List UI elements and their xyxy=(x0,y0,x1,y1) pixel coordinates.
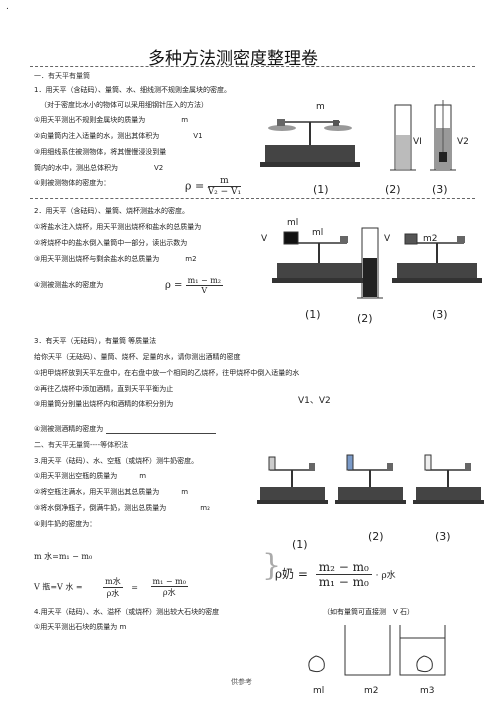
section-1-heading: 一．有天平有量筒 xyxy=(34,72,90,80)
q1-step-4: ④则被测物体的密度为： xyxy=(34,179,111,187)
q2-step-1: ①将盐水注入烧杯，用天平测出烧杯和盐水的总质量为 xyxy=(34,223,202,231)
eq-m-water: m 水=m₁ − m₀ xyxy=(34,552,93,561)
figure-3-caption-3: (3) xyxy=(435,530,451,543)
q3-step-4: ④测被测酒精的密度为 xyxy=(34,424,216,434)
q3b-step-4: ④则牛奶的密度为： xyxy=(34,520,97,528)
brace: } xyxy=(262,548,282,583)
figure-3-caption-1: (1) xyxy=(292,538,308,551)
q2-step-2: ②将烧杯中的盐水倒入量筒中一部分，读出示数为 xyxy=(34,239,188,247)
figure-2-label-m1b: ml xyxy=(312,228,324,238)
page-footer: 供参考 xyxy=(231,678,252,686)
figure-1-caption-2: (2) xyxy=(385,183,401,196)
figure-1-label-m: m xyxy=(316,102,325,112)
figure-1-label-v2: V2 xyxy=(457,137,469,147)
figure-2-apparatus xyxy=(272,227,482,299)
figure-1-caption-3: (3) xyxy=(432,183,448,196)
figure-2-caption-2: (2) xyxy=(357,312,373,325)
answer-blank[interactable] xyxy=(105,425,216,434)
figure-2-caption-1: (1) xyxy=(305,308,321,321)
question-3b: 3.用天平（砝码）、水、空瓶（或烧杯）测牛奶密度。 xyxy=(34,457,199,465)
figure-4-label-a: ml xyxy=(313,686,325,696)
q3-step-3: ③用量筒分别量出烧杯内和酒精的体积分别为 xyxy=(34,400,174,408)
q2-step-4: ④测被测盐水的密度为 xyxy=(34,281,104,289)
figure-2-caption-3: (3) xyxy=(432,308,448,321)
question-2: 2．用天平（含砝码）、量筒、烧杯测盐水的密度。 xyxy=(34,207,189,215)
figure-4-label-b: m2 xyxy=(364,686,379,696)
section-2-heading: 二、有天平无量筒----等体积法 xyxy=(34,441,129,449)
figure-4-apparatus xyxy=(308,625,446,676)
figure-2-label-m2: m2 xyxy=(423,234,438,244)
density-formula-1: ρ = m V₂ − V₁ xyxy=(185,176,242,197)
figure-2-label-v-left: V xyxy=(261,234,268,244)
figure-3-caption-2: (2) xyxy=(368,530,384,543)
question-1-note: （对于密度比水小的物体可以采用细钢针压入的方法） xyxy=(40,101,208,109)
figure-2-label-v: V xyxy=(384,234,391,244)
q1-step-3: ③用细线系住被测物体，将其慢慢浸没到量 xyxy=(34,148,167,156)
density-formula-2: ρ = m₁ − m₂ V xyxy=(165,276,223,295)
question-4: 4.用天平（砝码）、水、溢杯（或烧杯）测出较大石块的密度 xyxy=(34,608,220,616)
question-3: 3．有天平（无砝码），有量筒 等质量法 xyxy=(34,337,157,345)
page-title: 多种方法测密度整理卷 xyxy=(148,49,318,69)
figure-1-apparatus xyxy=(260,100,456,171)
figure-1-caption-1: (1) xyxy=(313,183,329,196)
question-4-note: （如有量筒可直接测 V 石） xyxy=(323,608,415,616)
q3-step-3-var: V1、V2 xyxy=(298,396,331,406)
question-3-intro: 给你天平（无砝码）、量筒、烧杯、足量的水，请你测出酒精的密度 xyxy=(34,353,241,361)
question-1: 1．用天平（含砝码）、量筒、水、细线测不规则金属块的密度。 xyxy=(34,86,231,94)
section-divider-1 xyxy=(30,198,475,199)
figure-4-label-c: m3 xyxy=(420,686,435,696)
title-divider xyxy=(30,66,475,67)
q4-step-1: ①用天平测出石块的质量为 m xyxy=(34,623,127,631)
eq-v-bottle: V 瓶=V 水 = m水 ρ水 = m₁ − m₀ ρ水 xyxy=(34,577,188,598)
figure-3-apparatus xyxy=(257,454,484,504)
figure-1-label-v1: VI xyxy=(413,137,422,147)
q3-step-2: ②再往乙烧杯中添加酒精，直到天平平衡为止 xyxy=(34,385,174,393)
q3-step-1: ①把甲烧杯放到天平左盘中，在右盘中放一个相同的乙烧杯，往甲烧杯中倒入适量的水 xyxy=(34,369,300,377)
density-formula-milk: ρ奶 = m₂ − m₀ m₁ − m₀ · ρ水 xyxy=(275,560,396,589)
top-mark: . xyxy=(6,2,9,12)
figure-2-label-m1a: ml xyxy=(287,218,299,228)
